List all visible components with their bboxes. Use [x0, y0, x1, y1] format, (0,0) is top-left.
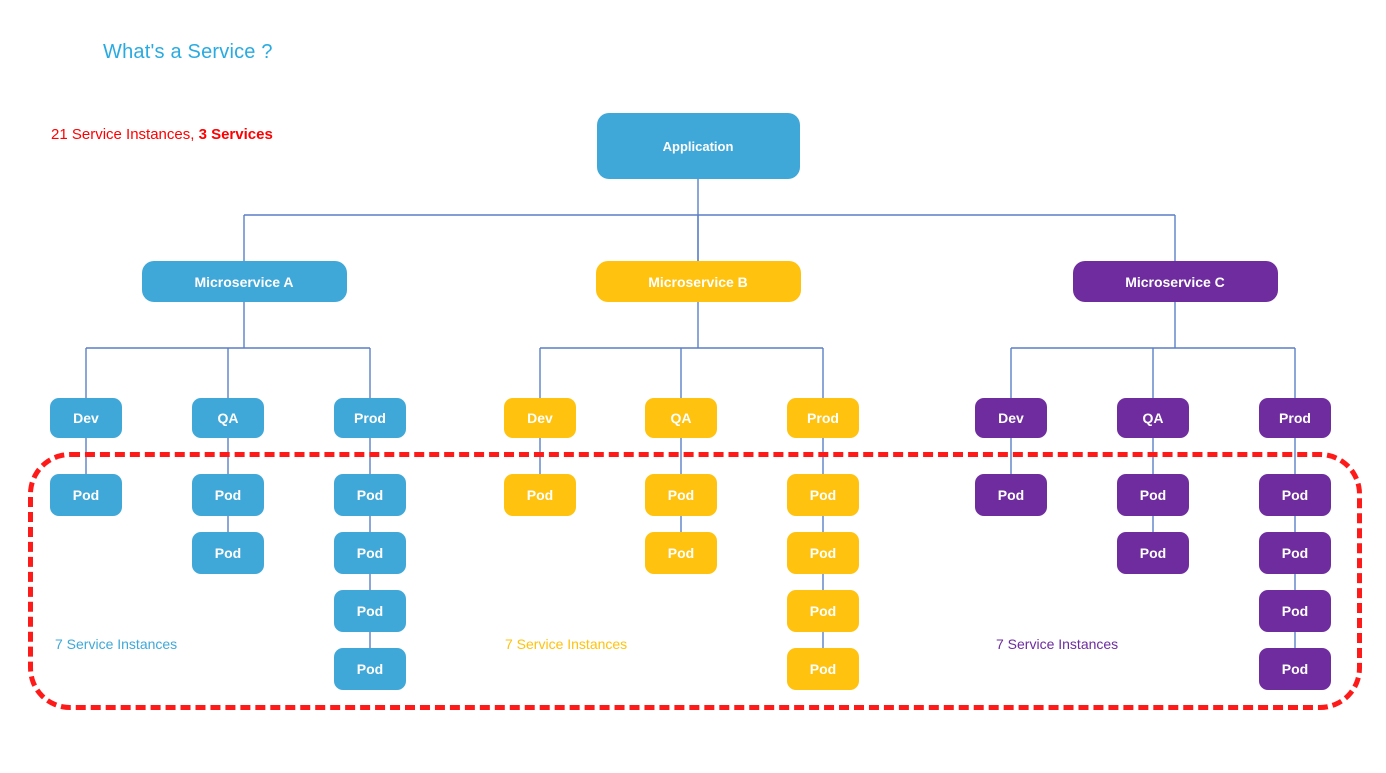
environment-node-2-2-label: Prod	[1279, 410, 1311, 426]
pod-node-2-2-1[interactable]: Pod	[1259, 532, 1331, 574]
pod-node-1-2-3[interactable]: Pod	[787, 648, 859, 690]
environment-node-2-1[interactable]: QA	[1117, 398, 1189, 438]
pod-node-2-0-0[interactable]: Pod	[975, 474, 1047, 516]
summary-caption: 21 Service Instances, 3 Services	[51, 126, 273, 143]
pod-node-1-1-0-label: Pod	[667, 487, 695, 503]
microservice-node-0-label: Microservice A	[194, 273, 294, 290]
pod-node-1-2-1-label: Pod	[809, 545, 837, 561]
pod-node-0-2-3[interactable]: Pod	[334, 648, 406, 690]
pod-node-1-2-2-label: Pod	[809, 603, 837, 619]
application-node-label: Application	[662, 138, 734, 154]
service-instances-label-0: 7 Service Instances	[55, 636, 178, 652]
pod-node-0-2-0-label: Pod	[356, 487, 384, 503]
pod-node-2-2-3[interactable]: Pod	[1259, 648, 1331, 690]
environment-node-0-1-label: QA	[217, 410, 239, 426]
microservice-node-0[interactable]: Microservice A	[141, 261, 347, 302]
environment-node-1-2-label: Prod	[807, 410, 839, 426]
pod-node-2-0-0-label: Pod	[997, 487, 1025, 503]
pod-node-0-1-1[interactable]: Pod	[192, 532, 264, 574]
environment-node-1-1-label: QA	[670, 410, 692, 426]
environment-node-0-1[interactable]: QA	[192, 398, 264, 438]
microservice-node-2-label: Microservice C	[1125, 273, 1225, 290]
environment-node-0-2[interactable]: Prod	[334, 398, 406, 438]
pod-node-2-2-2-label: Pod	[1281, 603, 1309, 619]
pod-node-0-1-1-label: Pod	[214, 545, 242, 561]
environment-node-1-0[interactable]: Dev	[504, 398, 576, 438]
pod-node-2-1-1-label: Pod	[1139, 545, 1167, 561]
pod-node-2-2-2[interactable]: Pod	[1259, 590, 1331, 632]
environment-node-2-1-label: QA	[1142, 410, 1164, 426]
pod-node-1-2-3-label: Pod	[809, 661, 837, 677]
pod-node-1-2-0[interactable]: Pod	[787, 474, 859, 516]
pod-node-0-0-0-label: Pod	[72, 487, 100, 503]
microservice-node-2[interactable]: Microservice C	[1072, 261, 1278, 302]
pod-node-2-2-0-label: Pod	[1281, 487, 1309, 503]
pod-node-1-0-0[interactable]: Pod	[504, 474, 576, 516]
environment-node-1-0-label: Dev	[527, 410, 553, 426]
pod-node-1-1-1-label: Pod	[667, 545, 695, 561]
environment-node-1-1[interactable]: QA	[645, 398, 717, 438]
pod-node-1-0-0-label: Pod	[526, 487, 554, 503]
environment-node-2-2[interactable]: Prod	[1259, 398, 1331, 438]
pod-node-1-2-0-label: Pod	[809, 487, 837, 503]
environment-node-2-0[interactable]: Dev	[975, 398, 1047, 438]
pod-node-0-2-2[interactable]: Pod	[334, 590, 406, 632]
pod-node-2-2-1-label: Pod	[1281, 545, 1309, 561]
pod-node-0-2-1[interactable]: Pod	[334, 532, 406, 574]
page-title: What's a Service ?	[103, 41, 273, 63]
pod-node-1-2-1[interactable]: Pod	[787, 532, 859, 574]
pod-node-2-2-3-label: Pod	[1281, 661, 1309, 677]
environment-node-0-0-label: Dev	[73, 410, 99, 426]
pod-node-0-1-0[interactable]: Pod	[192, 474, 264, 516]
pod-node-2-1-0-label: Pod	[1139, 487, 1167, 503]
pod-node-2-2-0[interactable]: Pod	[1259, 474, 1331, 516]
pod-node-0-1-0-label: Pod	[214, 487, 242, 503]
pod-node-0-2-1-label: Pod	[356, 545, 384, 561]
pod-node-1-1-1[interactable]: Pod	[645, 532, 717, 574]
pod-node-1-1-0[interactable]: Pod	[645, 474, 717, 516]
microservice-node-1-label: Microservice B	[648, 273, 748, 290]
environment-node-2-0-label: Dev	[998, 410, 1024, 426]
environment-node-0-2-label: Prod	[354, 410, 386, 426]
environment-node-1-2[interactable]: Prod	[787, 398, 859, 438]
pod-node-0-2-2-label: Pod	[356, 603, 384, 619]
microservice-node-1[interactable]: Microservice B	[595, 261, 801, 302]
service-instances-label-1: 7 Service Instances	[505, 636, 628, 652]
pod-node-1-2-2[interactable]: Pod	[787, 590, 859, 632]
summary-prefix: 21 Service Instances,	[51, 126, 199, 143]
pod-node-0-0-0[interactable]: Pod	[50, 474, 122, 516]
service-instances-label-2: 7 Service Instances	[996, 636, 1119, 652]
environment-node-0-0[interactable]: Dev	[50, 398, 122, 438]
application-node[interactable]: Application	[596, 113, 800, 179]
summary-bold: 3 Services	[198, 126, 273, 143]
pod-node-2-1-0[interactable]: Pod	[1117, 474, 1189, 516]
pod-node-0-2-3-label: Pod	[356, 661, 384, 677]
pod-node-2-1-1[interactable]: Pod	[1117, 532, 1189, 574]
pod-node-0-2-0[interactable]: Pod	[334, 474, 406, 516]
